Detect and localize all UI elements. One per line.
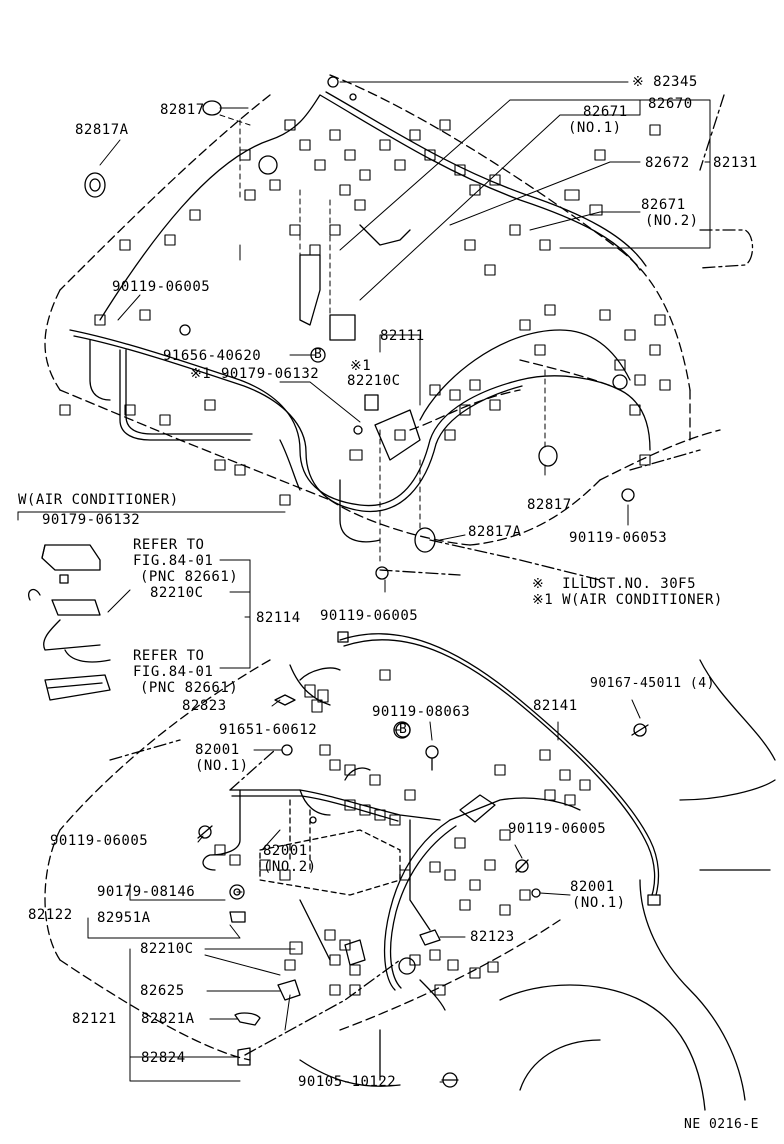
leaders-upper <box>99 81 711 593</box>
part-label-90179-08146: 90179-08146 <box>97 884 196 900</box>
refer-to-label-2c: (PNC 82661) <box>140 680 239 696</box>
star1-label-a: ※1 <box>350 358 372 374</box>
leader-lines-upper <box>379 94 754 581</box>
part-label-90119-06005-d: 90119-06005 <box>508 821 607 837</box>
fasteners-lower <box>197 694 649 1088</box>
part-label-82821A: 82821A <box>141 1011 195 1027</box>
connectors-upper <box>59 119 671 506</box>
body-outline-lower <box>44 659 561 1061</box>
document-code: NE 0216-E <box>684 1117 759 1132</box>
refer-to-label-1c: (PNC 82661) <box>140 569 239 585</box>
part-label-90105-10122: 90105-10122 <box>298 1074 397 1090</box>
refer-to-label-2b: FIG.84-01 <box>133 664 214 680</box>
part-label-82671-no2: 82671 <box>641 197 686 213</box>
dashed-pointers-upper <box>219 114 546 566</box>
circled-b-mark-2: B <box>399 722 407 737</box>
leader-dashdot-lower <box>109 739 401 1056</box>
star1-label-b: ※1 <box>190 366 212 382</box>
main-harness-lower <box>202 664 581 991</box>
part-label-90119-06005-a: 90119-06005 <box>112 279 211 295</box>
part-label-90179-06132-a: 90179-06132 <box>221 366 320 382</box>
part-label-82001-b: 82001 <box>263 843 308 859</box>
part-label-82210C-c: 82210C <box>140 941 194 957</box>
part-label-82001-a: 82001 <box>195 742 240 758</box>
leaders-lower <box>87 699 641 1083</box>
fender-outline-lower <box>299 659 776 1111</box>
note-illust-no: ※ ILLUST.NO. 30F5 <box>532 576 697 592</box>
refer-to-label-1a: REFER TO <box>133 537 205 553</box>
part-label-no1-c: (NO.1) <box>572 895 626 911</box>
part-label-82123: 82123 <box>470 929 515 945</box>
part-label-82111: 82111 <box>380 328 425 344</box>
circled-b-mark-1: B <box>314 347 322 362</box>
part-label-82951A: 82951A <box>97 910 151 926</box>
part-label-82210C-a: 82210C <box>347 373 401 389</box>
part-label-82001-c: 82001 <box>570 879 615 895</box>
part-label-91651-60612: 91651-60612 <box>219 722 318 738</box>
part-label-82824: 82824 <box>141 1050 186 1066</box>
part-label-82210C-b: 82210C <box>150 585 204 601</box>
part-label-91656-40620: 91656-40620 <box>163 348 262 364</box>
part-label-90119-06005-c: 90119-06005 <box>50 833 149 849</box>
circled-b-marks <box>310 347 411 738</box>
part-label-82122: 82122 <box>28 907 73 923</box>
part-label-no2-top: (NO.2) <box>645 213 699 229</box>
part-label-90119-06053: 90119-06053 <box>569 530 668 546</box>
part-label-90179-06132-b: 90179-06132 <box>42 512 141 528</box>
part-label-82121: 82121 <box>72 1011 117 1027</box>
part-label-82672: 82672 <box>645 155 690 171</box>
part-label-82817A-top: 82817A <box>75 122 129 138</box>
connectors-lower <box>214 669 591 996</box>
main-harness-upper <box>69 91 651 543</box>
part-label-no1-top: (NO.1) <box>568 120 622 136</box>
part-label-82670: 82670 <box>648 96 693 112</box>
note-air-conditioner: ※1 W(AIR CONDITIONER) <box>532 592 723 608</box>
part-label-90119-06005-b: 90119-06005 <box>320 608 419 624</box>
refer-to-label-1b: FIG.84-01 <box>133 553 214 569</box>
part-label-90119-08063: 90119-08063 <box>372 704 471 720</box>
part-label-82345: ※ 82345 <box>632 74 698 90</box>
part-label-no2-b: (NO.2) <box>263 859 317 875</box>
part-label-82131: 82131 <box>713 155 758 171</box>
part-label-82817A-mid: 82817A <box>468 524 522 540</box>
part-label-90167-45011: 90167-45011 (4) <box>590 676 715 691</box>
grommets-upper <box>84 76 635 580</box>
part-label-no1-b: (NO.1) <box>195 758 249 774</box>
part-label-82141: 82141 <box>533 698 578 714</box>
hood-harness-82141 <box>337 631 661 906</box>
ac-section-title: W(AIR CONDITIONER) <box>18 492 179 508</box>
part-label-82625: 82625 <box>140 983 185 999</box>
part-label-82114: 82114 <box>256 610 301 626</box>
part-label-82823: 82823 <box>182 698 227 714</box>
part-label-82817-mid: 82817 <box>527 497 572 513</box>
part-label-82671-no1: 82671 <box>583 104 628 120</box>
part-label-82817-top: 82817 <box>160 102 205 118</box>
refer-to-label-2a: REFER TO <box>133 648 205 664</box>
ac-harness-group <box>17 511 286 701</box>
